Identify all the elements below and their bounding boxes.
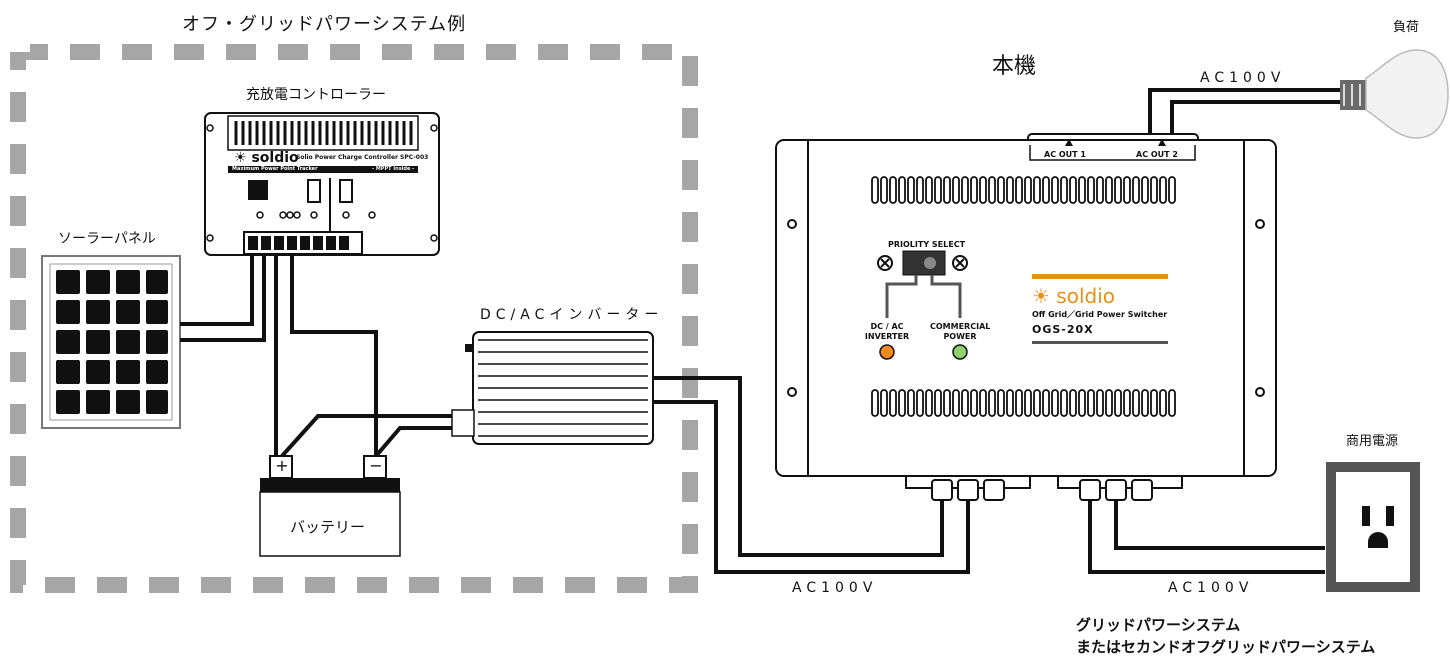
solar-panel [41, 255, 181, 429]
battery-minus-terminal: − [369, 456, 383, 475]
ac-bottom-right-label: AC100V [1168, 580, 1254, 596]
controller-brand-text: soldio [251, 150, 299, 166]
device-model: OGS-20X [1032, 323, 1094, 336]
priority-select-label: PRIOLITY SELECT [888, 240, 966, 249]
inverter-label: DC/ACインバーター [480, 307, 664, 323]
controller-brand: ☀ soldio [234, 150, 299, 166]
ac-bottom-left-label: AC100V [792, 580, 878, 596]
device-brand-text: soldio [1056, 284, 1115, 308]
device-brand: ☀ soldio [1032, 284, 1115, 308]
load-label: 負荷 [1393, 20, 1420, 35]
ac-out-2-label: AC OUT 2 [1136, 150, 1178, 159]
charge-controller-label: 充放電コントローラー [246, 87, 386, 103]
battery [259, 455, 401, 557]
controller-product: Solio Power Charge Controller SPC-003 [296, 154, 429, 161]
controller-mppt: - MPPT Inside - [372, 166, 415, 172]
battery-plus-terminal: + [275, 456, 289, 475]
ac-wiring [653, 88, 1345, 574]
dc-ac-inverter [451, 331, 654, 445]
ac-out-1-label: AC OUT 1 [1044, 150, 1086, 159]
sun-icon: ☀ [1032, 284, 1050, 308]
grid-system-label-line1: グリッドパワーシステム [1076, 616, 1241, 634]
off-grid-system-boundary [10, 44, 698, 593]
main-unit-title: 本機 [992, 54, 1037, 79]
commercial-power-label: 商用電源 [1346, 434, 1399, 449]
main-unit-device [775, 133, 1277, 501]
solar-panel-label: ソーラーパネル [58, 231, 156, 247]
ac-top-label: AC100V [1200, 70, 1286, 86]
sun-icon: ☀ [234, 150, 247, 166]
battery-label: バッテリー [290, 518, 366, 536]
wall-outlet [1326, 462, 1420, 592]
dc-wiring [180, 254, 452, 458]
grid-system-label-line2: またはセカンドオフグリッドパワーシステム [1076, 638, 1376, 656]
system-title: オフ・グリッドパワーシステム例 [182, 14, 467, 35]
led-inverter-label: DC / AC INVERTER [864, 322, 910, 341]
light-bulb-load [1340, 49, 1449, 139]
led-commercial-label: COMMERCIAL POWER [930, 322, 991, 341]
charge-controller [204, 112, 440, 256]
controller-subtitle: Maximum Power Point Tracker [232, 166, 318, 172]
device-description: Off Grid／Grid Power Switcher [1032, 310, 1168, 319]
